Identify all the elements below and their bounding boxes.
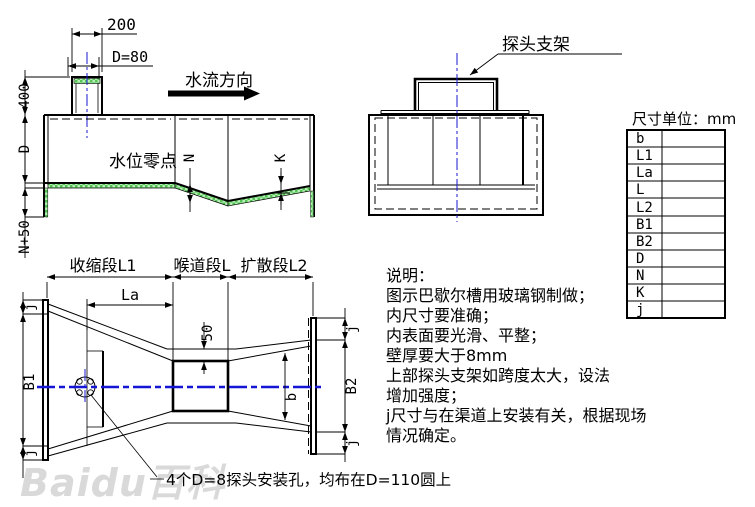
dim-depth-label: D — [17, 145, 33, 153]
dim-j-left-top-label: j — [23, 303, 38, 311]
probe-bracket-label: 探头支架 — [502, 35, 570, 55]
left-flange — [42, 299, 49, 461]
notes-line: 内表面要光滑、平整； — [386, 326, 546, 345]
notes-line: 图示巴歇尔槽用玻璃钢制做； — [386, 286, 594, 305]
throat-section-label: 喉道段L — [174, 256, 231, 275]
water-zero-label: 水位零点 — [109, 152, 177, 172]
table-row-param: N — [636, 268, 644, 284]
notes-line: 增加强度； — [386, 386, 466, 405]
table-row-param: L2 — [636, 200, 653, 216]
size-table: 尺寸单位：mm b L1 La L L2 B1 B2 D N K j — [626, 110, 736, 319]
dim-d80-label: D=80 — [112, 48, 148, 66]
notes-line: 壁厚要大于8mm — [386, 346, 507, 365]
flow-direction-arrow — [168, 86, 260, 101]
dim-b2-label: B2 — [344, 378, 360, 395]
probe-bracket — [413, 77, 499, 110]
flume-section-view: 探头支架 — [368, 35, 622, 222]
dim-j-right-bottom-label: j — [345, 439, 360, 447]
notes-block: 说明： 图示巴歇尔槽用玻璃钢制做； 内尺寸要准确； 内表面要光滑、平整； 壁厚要… — [385, 266, 646, 445]
notes-line: j尺寸与在渠道上安装有关，根据现场 — [385, 406, 646, 425]
dim-200-label: 200 — [107, 15, 136, 34]
notes-line: 内尺寸要准确； — [386, 306, 498, 325]
dim-n50-label: N+50 — [17, 220, 33, 254]
dim-la-label: La — [121, 286, 139, 304]
watermark: Baidu百科 — [20, 461, 225, 505]
notes-title: 说明： — [386, 266, 434, 285]
table-row-param: j — [636, 302, 644, 318]
flume-plan-view: 收缩段L1 喉道段L 扩散段L2 — [20, 256, 451, 489]
table-row-param: D — [636, 251, 644, 267]
dim-b-label: b — [284, 393, 300, 401]
table-row-param: B1 — [636, 217, 653, 233]
table-row-param: K — [636, 285, 645, 301]
diffusion-section-label: 扩散段L2 — [240, 256, 307, 275]
probe-holes-note: 4个D=8探头安装孔，均布在D=110圆上 — [166, 471, 451, 489]
dim-b1-label: B1 — [22, 374, 38, 391]
right-wall-hatch — [310, 190, 314, 218]
size-table-title: 尺寸单位：mm — [632, 110, 736, 128]
notes-line: 上部探头支架如跨度太大，设法 — [386, 366, 610, 385]
table-row-param: b — [636, 131, 644, 147]
dim-j-right-top-label: j — [345, 325, 360, 333]
flow-direction-label: 水流方向 — [185, 71, 253, 91]
notes-line: 情况确定。 — [386, 426, 466, 445]
dim-50-label: 50 — [200, 325, 216, 342]
contraction-section-label: 收缩段L1 — [69, 256, 136, 275]
dim-j-left-bottom-label: j — [23, 449, 38, 457]
table-row-param: L — [636, 182, 644, 198]
table-row-param: La — [636, 165, 653, 181]
dim-n-label: N — [182, 154, 198, 162]
flume-side-view: 200 D=80 水流方向 — [17, 15, 315, 258]
left-wall-hatch — [44, 187, 49, 218]
table-row-param: L1 — [636, 148, 653, 164]
table-row-param: B2 — [636, 234, 653, 250]
dim-k-label: K — [273, 153, 289, 162]
dim-400-label: 400 — [17, 83, 33, 108]
